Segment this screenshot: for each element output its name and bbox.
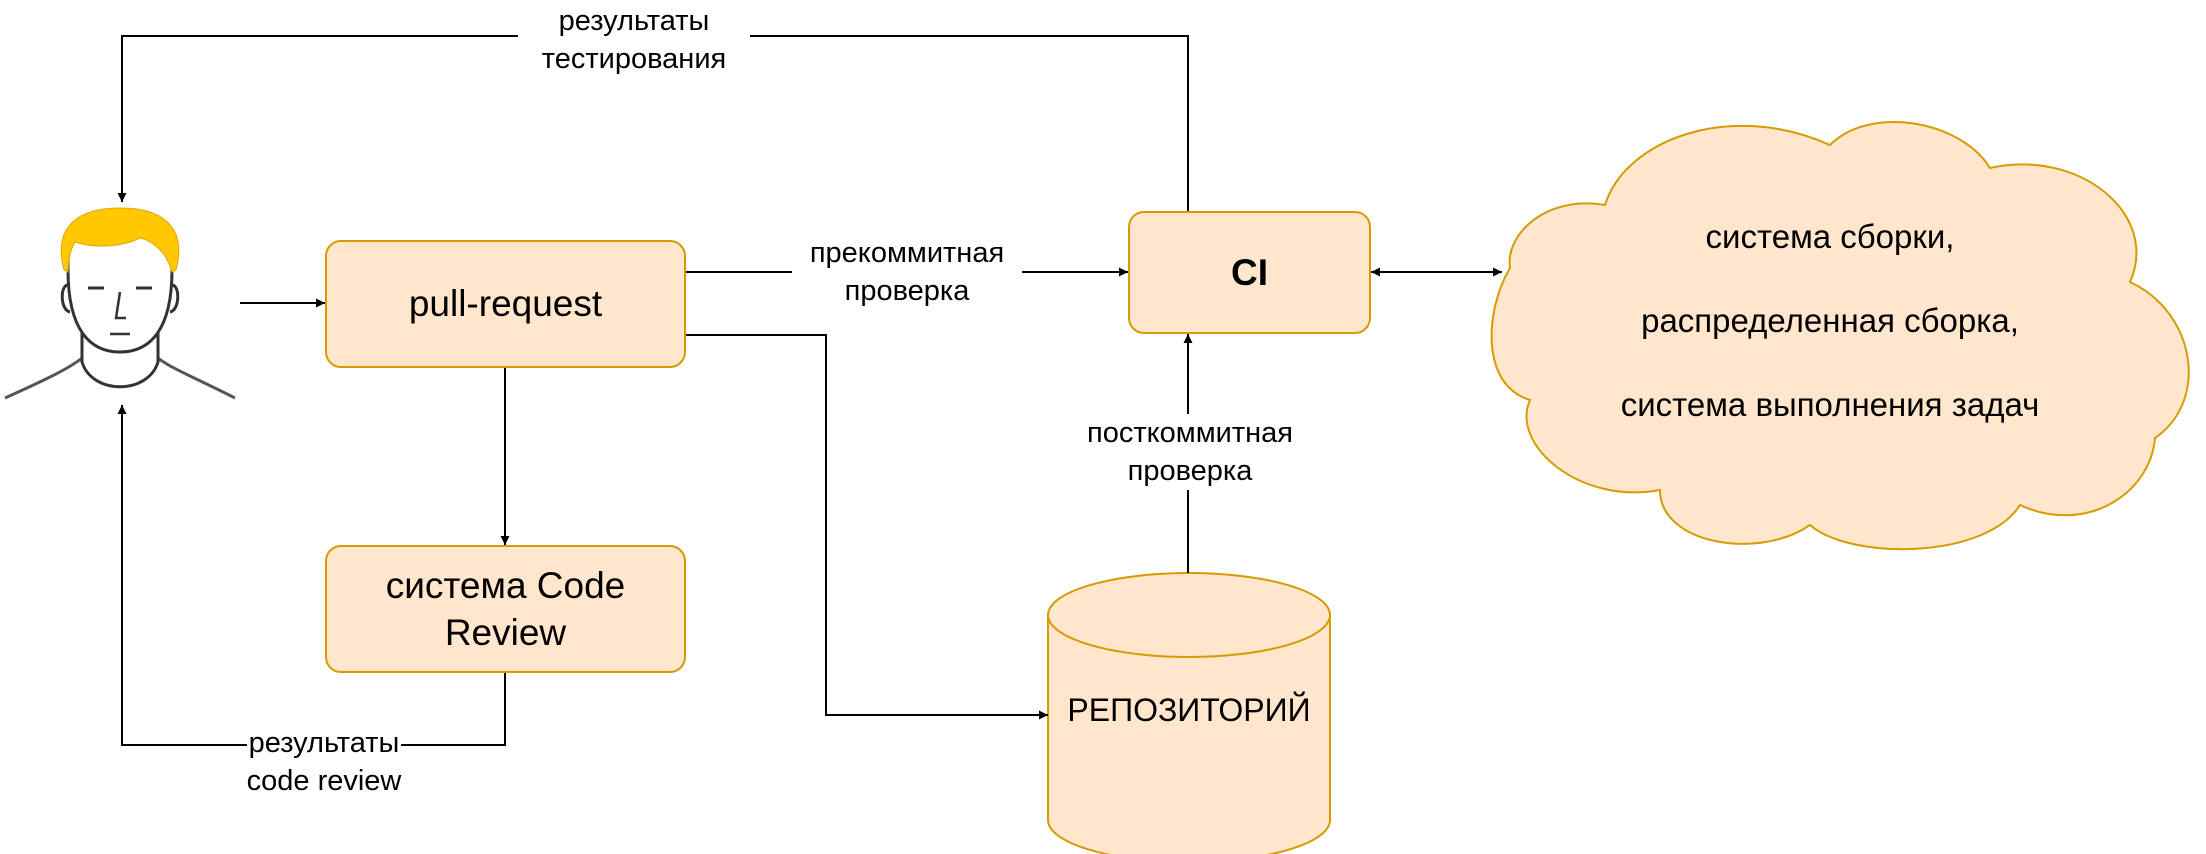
edge-label-precommit-line1: прекоммитная [809, 237, 1005, 269]
ci-label: CI [1231, 251, 1268, 293]
cloud-shape [1490, 120, 2190, 551]
repository-label: РЕПОЗИТОРИЙ [1067, 692, 1311, 728]
edge-label-review-results: результаты code review [232, 724, 416, 800]
pull-request-label: pull-request [408, 283, 603, 324]
edge-pull-request-to-repository [686, 334, 1048, 720]
edge-label-precommit-line2: проверка [844, 275, 970, 307]
edge-label-postcommit-line2: проверка [1127, 455, 1253, 487]
cloud-label-line3: система выполнения задач [1620, 386, 2040, 423]
code-review-node: система Code Review [325, 545, 686, 673]
pull-request-node: pull-request [325, 240, 686, 368]
edge-label-postcommit: посткоммитная проверка [1068, 414, 1312, 490]
edge-label-review-results-line2: code review [246, 765, 402, 797]
edge-label-test-results: результаты тестирования [518, 2, 750, 78]
edge-label-test-results-line1: результаты [558, 5, 710, 37]
ci-node: CI [1128, 211, 1371, 334]
edge-label-test-results-line2: тестирования [541, 43, 727, 75]
edge-label-precommit: прекоммитная проверка [792, 234, 1022, 310]
code-review-label-line1: система Code [385, 565, 626, 606]
edge-label-review-results-line1: результаты [246, 724, 402, 762]
user-avatar-icon [4, 207, 236, 400]
edge-label-postcommit-line1: посткоммитная [1087, 417, 1293, 449]
cloud-label-line1: система сборки, [1705, 218, 1955, 255]
cloud-label-line2: распределенная сборка, [1641, 302, 2019, 339]
repository-cylinder [1047, 572, 1331, 854]
code-review-label-line2: Review [444, 612, 567, 653]
